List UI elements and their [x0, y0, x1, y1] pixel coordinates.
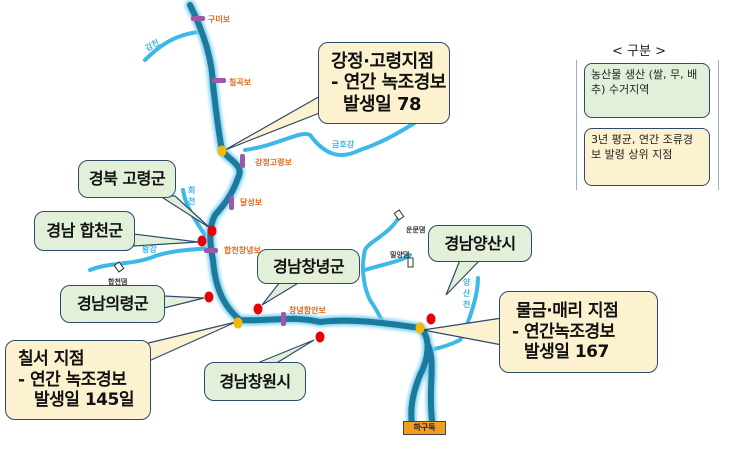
yangsan-dot — [426, 313, 436, 325]
site-name: 칠서 지점 — [18, 349, 84, 370]
changnyeong-dot — [253, 303, 263, 315]
dam-label-miryang: 밀양댐 — [390, 251, 410, 259]
callout-goryeong: 경북 고령군 — [78, 160, 176, 198]
callout-mulgeum-site: 물금·매리 지점 - 연간녹조경보 발생일 167 — [499, 291, 658, 373]
gumi-weir-icon — [191, 16, 205, 21]
site-line1: - 연간녹조경보 — [512, 321, 615, 342]
callout-hapcheon: 경남 합천군 — [34, 211, 135, 251]
site-name: 물금·매리 지점 — [516, 301, 619, 322]
tributary-label-hoecheon: 회천 — [188, 186, 196, 206]
hapcheon-weir-icon — [204, 248, 218, 253]
callout-chilseo-site: 칠서 지점 - 연간 녹조경보 발생일 145일 — [5, 340, 151, 420]
goryeong-dot — [207, 225, 217, 237]
site-line2: 발생일 145일 — [34, 390, 134, 411]
region-name: 경남창원시 — [219, 371, 291, 391]
weir-label-chilgok: 칠곡보 — [229, 78, 252, 87]
region-name: 경남양산시 — [444, 233, 516, 253]
weir-label-changnyeong: 창녕함안보 — [289, 306, 326, 315]
weir-label-dalseong: 달성보 — [240, 198, 263, 207]
changnyeong-weir-icon — [281, 312, 286, 326]
miryang-dam-icon — [407, 257, 414, 268]
chilseo-site-dot — [233, 317, 243, 329]
mulgeum-site-dot — [415, 322, 425, 334]
site-dots — [217, 145, 425, 334]
callout-gangjeong-site: 강정·고령지점 - 연간 녹조경보 발생일 78 — [318, 42, 450, 124]
gamcheon-river — [143, 30, 200, 62]
site-line2: 발생일 167 — [524, 342, 609, 363]
hwanggang-river — [88, 246, 212, 272]
chilgok-weir-icon — [212, 78, 226, 83]
tributary-label-hwanggang: 황강 — [142, 245, 157, 254]
callout-uiryeong: 경남의령군 — [60, 285, 165, 323]
legend-title: < 구분 > — [612, 44, 666, 59]
site-line2: 발생일 78 — [343, 93, 422, 115]
dam-label-hapcheon: 합천댐 — [108, 278, 128, 286]
yangsan-river — [428, 276, 480, 352]
dam-icons — [113, 209, 414, 273]
legend-frame — [576, 60, 719, 190]
gangjeong-site-dot — [217, 145, 227, 157]
region-name: 경남의령군 — [76, 294, 149, 314]
legend-item-algae-alert-site: 3년 평균, 연간 조류경보 발령 상위 지점 — [584, 128, 710, 186]
geumho-river — [243, 118, 422, 157]
weir-label-hapcheon: 합천창녕보 — [224, 246, 261, 255]
region-name: 경북 고령군 — [88, 169, 166, 189]
site-name: 강정·고령지점 — [331, 50, 434, 72]
dalseong-weir-icon — [229, 196, 234, 210]
tributary-label-geumho: 금호강 — [332, 140, 355, 149]
uiryeong-dot — [204, 291, 214, 303]
site-line1: - 연간 녹조경보 — [18, 369, 127, 390]
tributary-label-yangsan: 양산천 — [463, 278, 471, 309]
gangjeong-weir-icon — [240, 154, 245, 168]
hapcheon-dot — [197, 235, 207, 247]
weir-label-gangjeong: 강정고령보 — [255, 158, 292, 167]
dam-label-unmun: 운문댐 — [406, 226, 426, 234]
callout-yangsan: 경남양산시 — [428, 225, 532, 262]
unmun-dam-icon — [393, 209, 405, 221]
region-name: 경남 합천군 — [46, 221, 123, 241]
legend-item-collection-area: 농산물 생산 (쌀, 무, 배추) 수거지역 — [584, 63, 710, 118]
callout-changwon: 경남창원시 — [204, 362, 306, 401]
callout-changnyeong: 경남창녕군 — [257, 249, 360, 284]
changwon-dot — [315, 331, 325, 343]
callout-pointers — [133, 93, 503, 366]
region-name: 경남창녕군 — [272, 256, 345, 276]
miryang-river — [360, 213, 412, 322]
region-dots — [197, 225, 436, 343]
weir-markers — [191, 16, 286, 326]
estuary-barrage-label: 하구둑 — [403, 421, 446, 435]
weir-label-gumi: 구미보 — [208, 15, 231, 24]
site-line1: - 연간 녹조경보 — [331, 72, 446, 94]
hapcheon-dam-icon — [113, 261, 125, 273]
tributaries — [88, 30, 480, 352]
